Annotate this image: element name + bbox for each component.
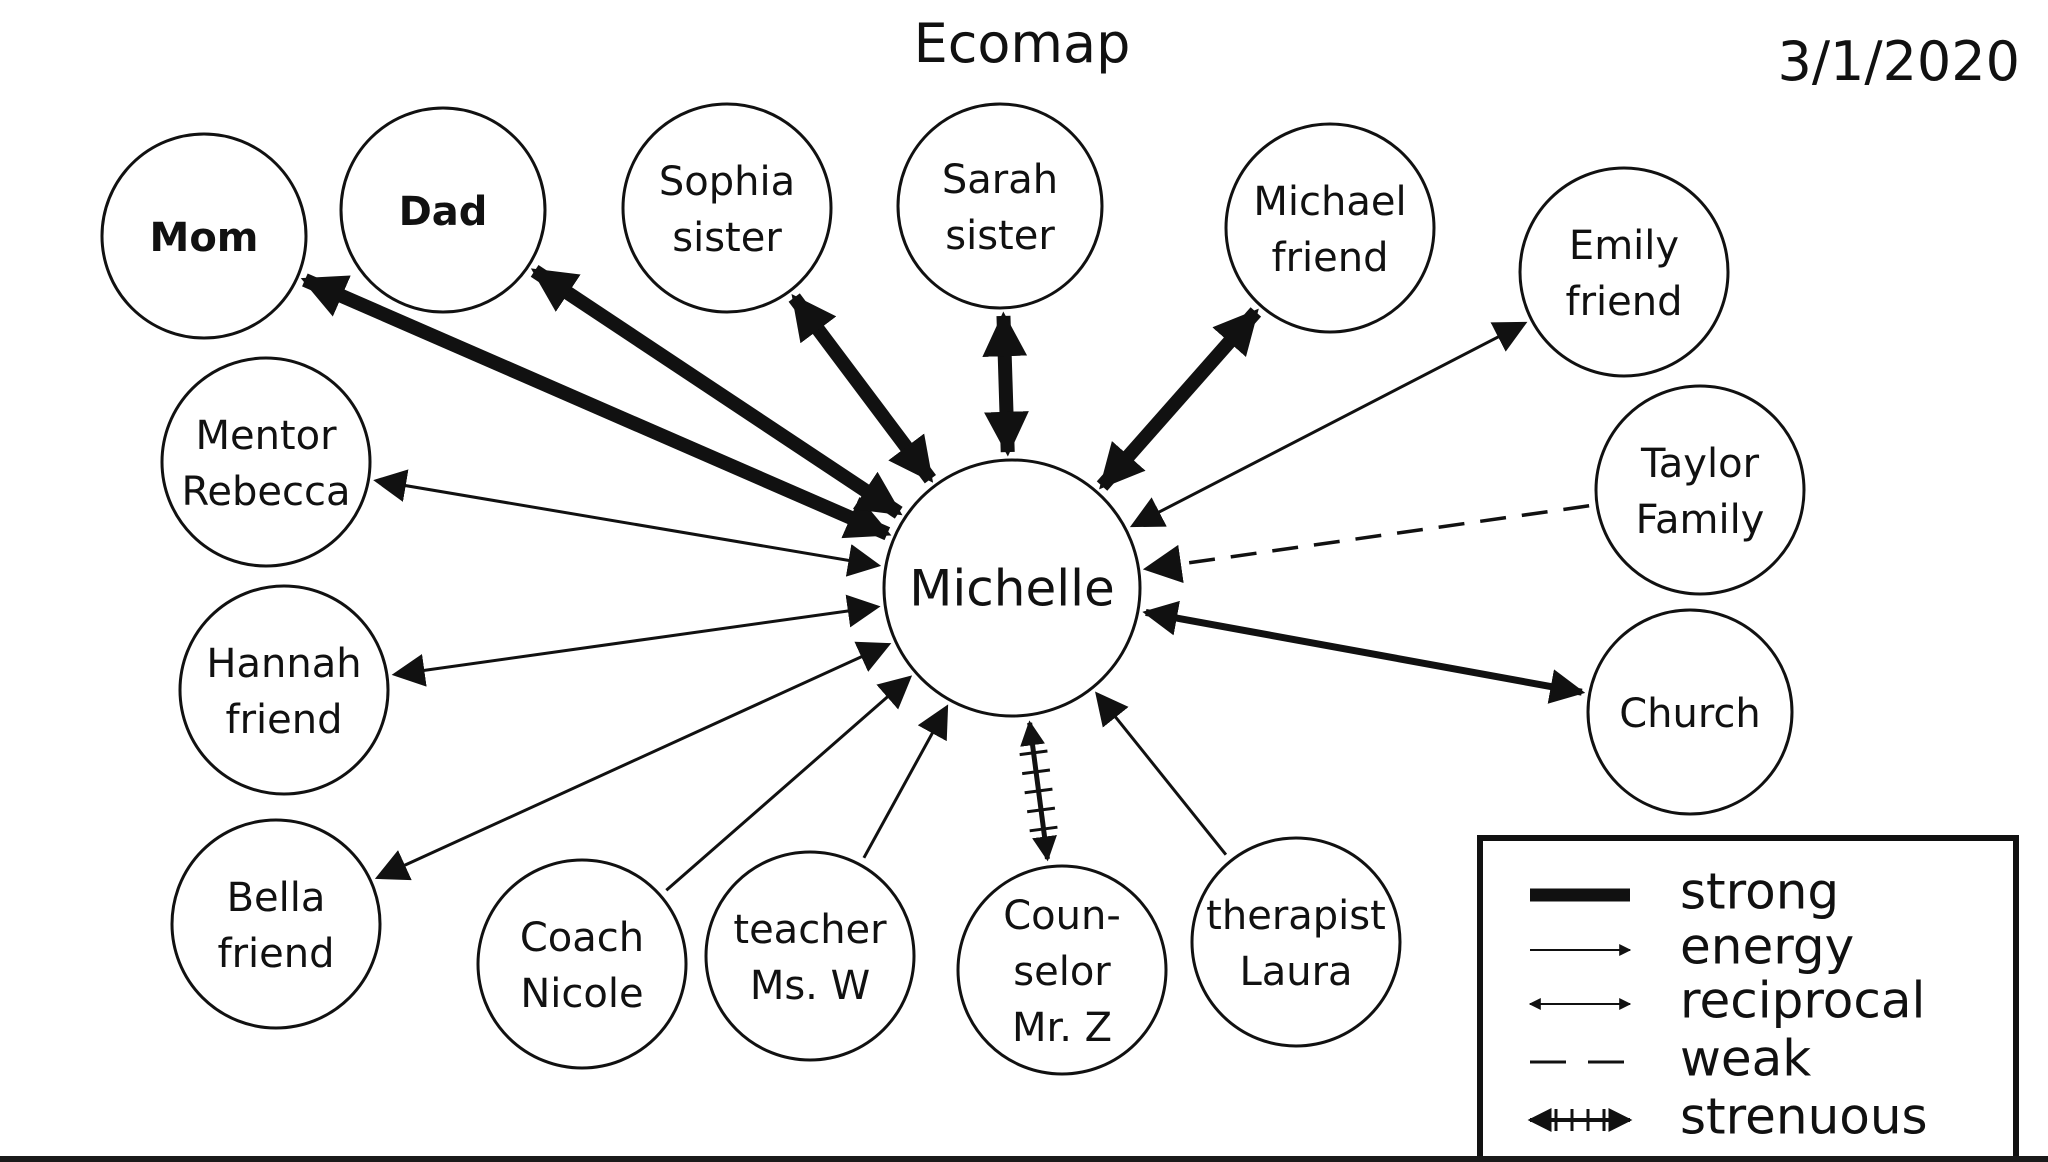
node-label: Laura [1239, 949, 1352, 995]
node-group: Mom Dad Sophia sister Sarah sister Michael frie… [100, 102, 1806, 1076]
node-circle [704, 850, 916, 1062]
node-circle [1518, 166, 1730, 378]
diagram-date: 3/1/2020 [1777, 30, 2020, 93]
node-circle [896, 102, 1104, 310]
legend-item-strong: strong [1530, 863, 1839, 921]
connection-lines [300, 265, 1590, 892]
node-circle [1594, 384, 1806, 596]
node-circle [621, 102, 833, 314]
strenuous-tick [1024, 787, 1053, 795]
node-label: Michael [1253, 179, 1406, 225]
bottom-border [0, 1156, 2048, 1162]
node-mom: Mom [100, 132, 308, 340]
node-bella: Bella friend [170, 818, 382, 1030]
node-hannah: Hannah friend [178, 584, 390, 796]
node-label: Family [1636, 497, 1765, 543]
legend-item-weak: weak [1530, 1030, 1811, 1088]
node-circle [160, 356, 372, 568]
node-label: teacher [733, 907, 887, 953]
node-label: friend [226, 697, 343, 743]
strenuous-tick [1019, 749, 1048, 757]
node-label: sister [672, 215, 782, 261]
node-label: friend [1272, 235, 1389, 281]
node-label: sister [945, 213, 1055, 259]
node-label: Mentor [195, 413, 337, 459]
node-circle [100, 132, 308, 340]
connection-mentor-normal [373, 469, 882, 577]
connection-bella-normal [374, 641, 892, 881]
node-circle [339, 106, 547, 314]
connection-michael-strong [1096, 307, 1262, 491]
node-label: Nicole [520, 971, 643, 1017]
node-michael: Michael friend [1224, 122, 1436, 334]
node-circle [476, 858, 688, 1070]
node-sarah: Sarah sister [896, 102, 1104, 310]
legend-item-strenuous: strenuous [1527, 1088, 1928, 1146]
node-label: friend [218, 931, 335, 977]
connection-sophia-strong [788, 293, 937, 484]
center-node: Michelle [882, 458, 1142, 718]
node-dad: Dad [339, 106, 547, 314]
node-label: Coun- [1003, 893, 1121, 939]
node-circle [170, 818, 382, 1030]
node-sophia: Sophia sister [621, 102, 833, 314]
strenuous-tick [1026, 806, 1056, 814]
legend-label: strong [1680, 863, 1839, 921]
legend-label: energy [1680, 918, 1854, 976]
legend-label: strenuous [1680, 1088, 1928, 1146]
node-circle [1190, 836, 1402, 1048]
node-label: friend [1566, 279, 1683, 325]
connection-coach-normal [665, 675, 913, 892]
strenuous-tick [1029, 825, 1058, 833]
node-label: Taylor [1640, 441, 1760, 487]
node-label: Rebecca [181, 469, 350, 515]
node-emily: Emily friend [1518, 166, 1730, 378]
node-circle [956, 864, 1168, 1076]
node-church: Church [1586, 608, 1794, 816]
connection-hannah-normal [391, 594, 881, 687]
node-label: Sophia [659, 159, 795, 205]
node-label: Hannah [206, 641, 361, 687]
node-circle [1586, 608, 1794, 816]
strenuous-tick [1021, 768, 1051, 776]
center-node-circle [882, 458, 1142, 718]
node-circle [178, 584, 390, 796]
node-label: Sarah [942, 157, 1058, 203]
legend-item-energy: energy [1530, 918, 1854, 976]
node-label: Coach [520, 915, 644, 961]
center-node-label: Michelle [909, 560, 1115, 618]
legend-label: weak [1680, 1030, 1811, 1088]
node-label: Ms. W [750, 963, 870, 1009]
connection-sarah-strong [982, 311, 1029, 457]
node-label: Church [1619, 691, 1761, 737]
connection-taylor-weak [1142, 504, 1590, 583]
connection-church-medium [1142, 600, 1586, 704]
connection-teacher-normal [862, 704, 949, 859]
node-label: Emily [1569, 223, 1679, 269]
node-label: Bella [227, 875, 326, 921]
node-label: Dad [399, 189, 488, 235]
node-label: selor [1013, 949, 1111, 995]
diagram-title: Ecomap [914, 12, 1131, 75]
legend-item-reciprocal: reciprocal [1528, 972, 1925, 1030]
node-label: Mr. Z [1012, 1005, 1112, 1051]
connection-emily-normal [1129, 321, 1528, 528]
node-circle [1224, 122, 1436, 334]
node-label: Mom [150, 215, 259, 261]
node-label: therapist [1206, 893, 1386, 939]
connection-therapist-normal [1095, 691, 1228, 856]
legend-label: reciprocal [1680, 972, 1925, 1030]
